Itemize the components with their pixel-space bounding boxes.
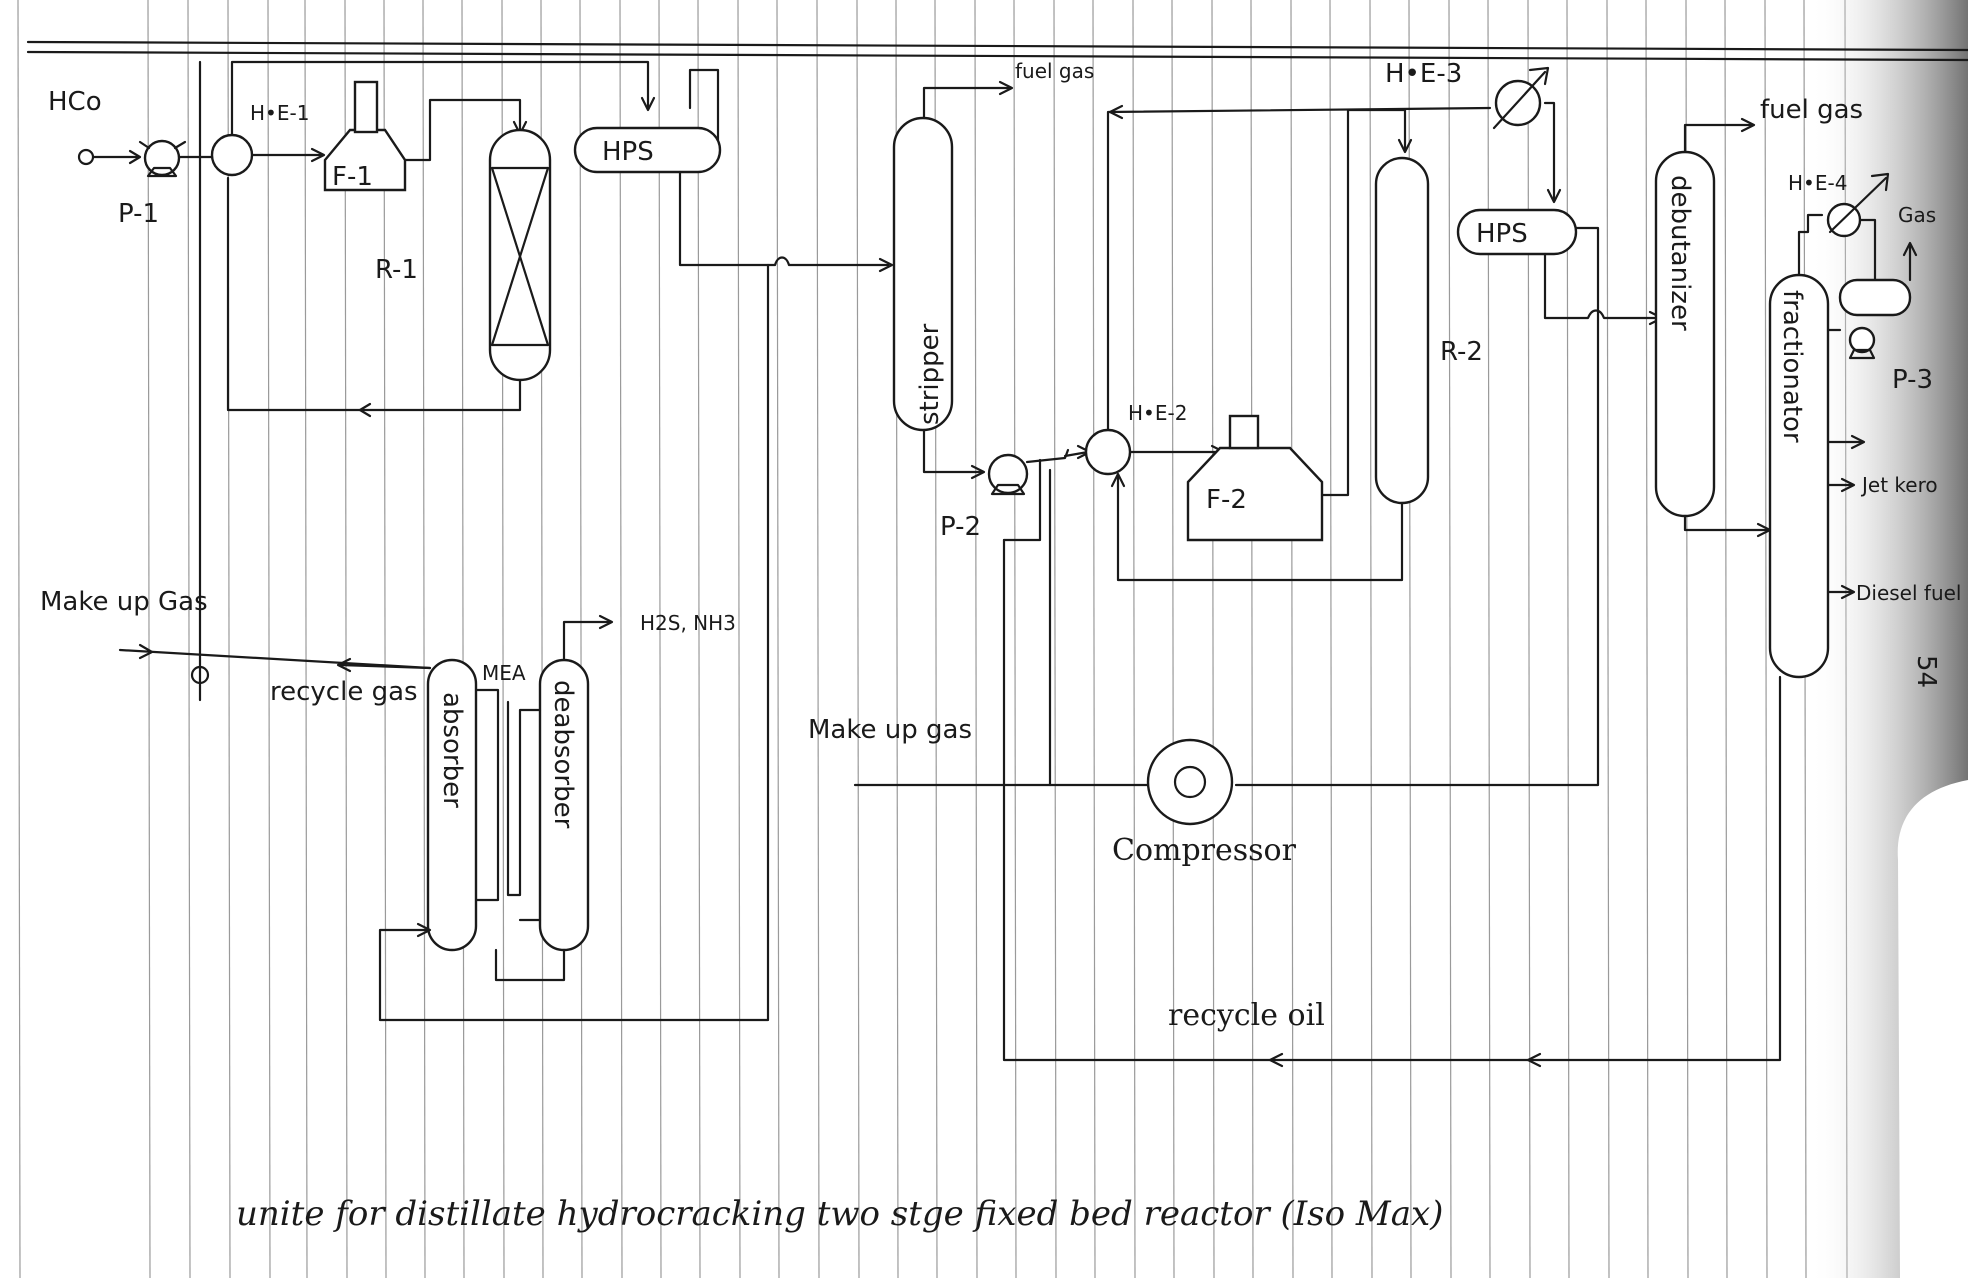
feed-inlet — [77, 148, 95, 166]
label-hps2: HPS — [1476, 219, 1528, 249]
notebook-rule-line — [461, 0, 465, 1278]
pump-p2 — [987, 453, 1029, 496]
furnace-f2 — [1186, 414, 1324, 542]
label-he1: H•E-1 — [250, 101, 309, 125]
pump-p1 — [138, 139, 187, 178]
label-r1: R-1 — [375, 255, 418, 285]
notebook-rule-line — [1487, 0, 1491, 1278]
label-recycle-gas: recycle gas — [270, 677, 418, 707]
hps-2 — [1456, 208, 1578, 256]
furnace-f1 — [323, 80, 407, 192]
notebook-rule-line — [1290, 0, 1294, 1278]
notebook-rule-line — [1527, 0, 1531, 1278]
hps-1 — [573, 126, 722, 174]
label-hps1: HPS — [602, 137, 654, 167]
reactor-r2 — [1374, 156, 1430, 505]
diagram-caption: unite for distillate hydrocracking two s… — [236, 1194, 1443, 1234]
notebook-rule-line — [697, 0, 701, 1278]
notebook-rule-line — [422, 0, 426, 1278]
notebook-rule-line — [1013, 0, 1017, 1278]
notebook-rule-line — [579, 0, 583, 1278]
label-mea: MEA — [482, 661, 526, 685]
notebook-rule-line — [1369, 0, 1373, 1278]
notebook-rule-line — [1211, 0, 1215, 1278]
label-hco: HCo — [48, 87, 102, 117]
notebook-rule-line — [974, 0, 978, 1278]
label-absorber: absorber — [437, 692, 467, 808]
label-jet-kero: Jet kero — [1860, 473, 1938, 497]
notebook-rule-line — [1092, 0, 1096, 1278]
notebook-rule-line — [1171, 0, 1175, 1278]
label-makeup-gas-1: Make up Gas — [40, 587, 208, 617]
notebook-rule-line — [1764, 0, 1768, 1278]
notebook-rule-line — [816, 0, 820, 1278]
compressor — [1146, 738, 1234, 826]
label-p1: P-1 — [118, 199, 159, 229]
label-fuel-gas-2: fuel gas — [1760, 95, 1863, 125]
pump-p3 — [1848, 326, 1876, 360]
amine-section — [378, 263, 770, 1022]
label-he3: H•E-3 — [1385, 59, 1462, 89]
notebook-rule-line — [1250, 0, 1254, 1278]
notebook-rule-line — [1645, 0, 1649, 1278]
binder-hole — [1897, 780, 1968, 1278]
notebook-rule-line — [147, 0, 151, 1278]
label-p2: P-2 — [940, 512, 981, 542]
label-r2: R-2 — [1440, 337, 1483, 367]
notebook-rule-line — [1448, 0, 1452, 1278]
top-rule-2 — [26, 50, 1968, 62]
label-h2s-nh3: H2S, NH3 — [640, 611, 736, 635]
notebook-rule-line — [267, 0, 271, 1278]
label-recycle-oil: recycle oil — [1168, 998, 1325, 1033]
notebook-rule-line — [17, 0, 21, 1278]
label-f2: F-2 — [1206, 485, 1247, 515]
notebook-rule-line — [856, 0, 860, 1278]
reactor-r1 — [488, 128, 552, 382]
label-he2: H•E-2 — [1128, 401, 1187, 425]
notebook-rule-line — [1132, 0, 1136, 1278]
heat-exchanger-he1 — [210, 133, 254, 177]
reflux-drum — [1838, 278, 1912, 317]
notebook-rule-line — [1053, 0, 1057, 1278]
notebook-rule-line — [187, 0, 191, 1278]
label-fractionator: fractionator — [1777, 290, 1807, 443]
notebook-rule-line — [1566, 0, 1570, 1278]
second-stage — [853, 66, 1918, 1068]
notebook-rule-line — [737, 0, 741, 1278]
label-deabsorber: deabsorber — [548, 680, 578, 829]
notebook-rule-line — [1606, 0, 1610, 1278]
notebook-rule-line — [1724, 0, 1728, 1278]
label-page-number: 54 — [1911, 655, 1941, 688]
label-stripper: stripper — [915, 323, 945, 425]
label-debutanizer: debutanizer — [1665, 175, 1695, 331]
notebook-rule-line — [1329, 0, 1333, 1278]
label-f1: F-1 — [332, 162, 373, 192]
label-gas: Gas — [1898, 203, 1936, 227]
label-diesel-fuel: Diesel fuel — [1856, 581, 1961, 605]
notebook-rule-line — [383, 0, 387, 1278]
absorber-column — [426, 658, 478, 952]
notebook-rule-line — [304, 0, 308, 1278]
labels: HCo P-1 H•E-1 F-1 R-1 HPS fuel gas strip… — [40, 59, 1961, 1033]
notebook-rule-line — [776, 0, 780, 1278]
label-he4: H•E-4 — [1788, 171, 1847, 195]
label-compressor: Compressor — [1112, 833, 1297, 868]
label-fuel-gas-1: fuel gas — [1015, 59, 1094, 83]
first-stage — [77, 60, 894, 702]
notebook-rule-line — [344, 0, 348, 1278]
top-rule — [26, 40, 1968, 52]
notebook-rule-line — [658, 0, 662, 1278]
label-p3: P-3 — [1892, 365, 1933, 395]
notebook-rule-line — [619, 0, 623, 1278]
label-makeup-gas-2: Make up gas — [808, 715, 972, 745]
heat-exchanger-he2 — [1084, 428, 1132, 476]
